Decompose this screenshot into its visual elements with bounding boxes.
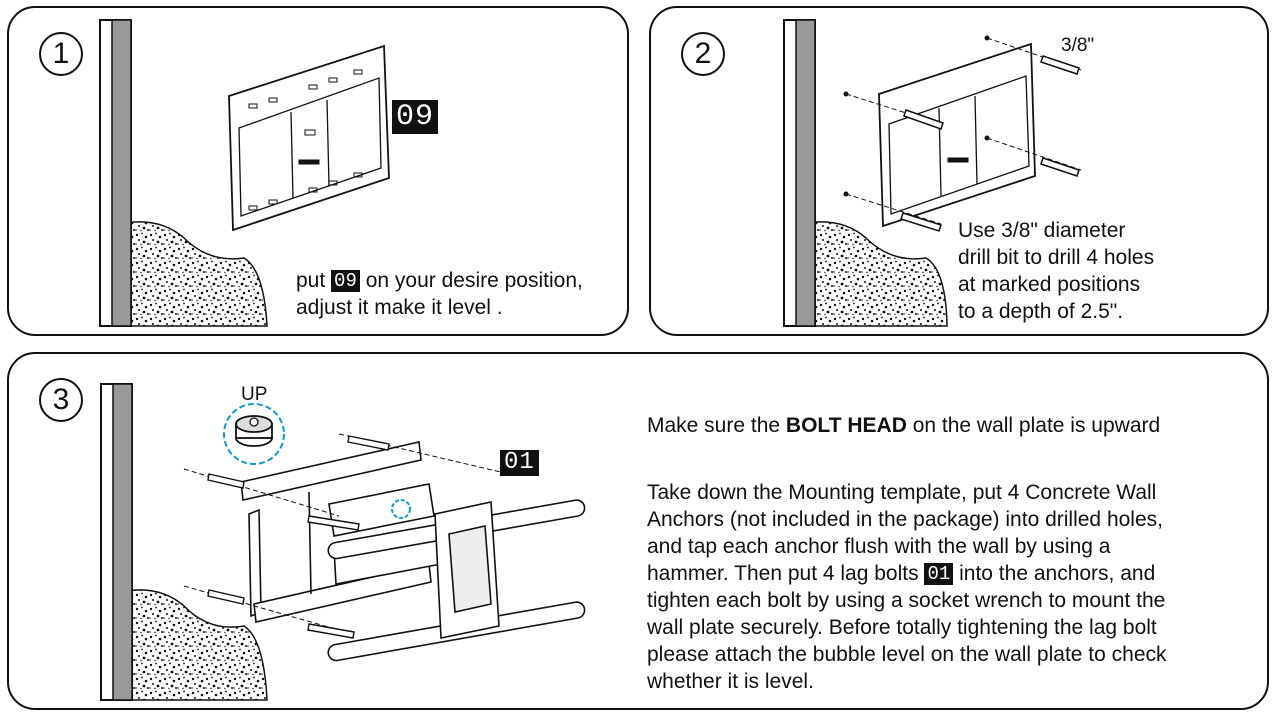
step-3-line-5: tighten each bolt by using a socket wren…: [647, 589, 1166, 612]
step-number: 2: [681, 32, 725, 76]
step-number: 1: [39, 32, 83, 76]
step-3-line-1: Take down the Mounting template, put 4 C…: [647, 481, 1157, 504]
step-3-line-7: please attach the bubble level on the wa…: [647, 643, 1167, 666]
text: hammer. Then put 4 lag bolts: [647, 562, 919, 585]
drill-bits: [900, 55, 1080, 232]
step-3-line-6: wall plate securely. Before totally tigh…: [647, 616, 1157, 639]
text: Make sure the: [647, 414, 781, 437]
step-3-line-3: and tap each anchor flush with the wall …: [647, 535, 1111, 558]
drill-size-label: 3/8": [1061, 35, 1095, 56]
step-2-line-3: at marked positions: [958, 273, 1141, 296]
step-3-panel: 3: [7, 352, 1269, 710]
text: on the wall plate is upward: [912, 414, 1161, 437]
step-2-panel: 2 3/8" Use 3/8" diameter dri: [649, 6, 1269, 336]
drill-holes-illustration: [783, 19, 1082, 327]
step-3-line-4: hammer. Then put 4 lag bolts 01 into the…: [647, 560, 1155, 587]
articulating-arm: [327, 483, 586, 662]
lag-bolts: [207, 435, 390, 639]
part-tag-09: 09: [392, 100, 439, 134]
bolt-head-detail: [223, 403, 285, 465]
wall-plate-mounting-illustration: [100, 383, 586, 701]
step-1-instruction-line1: put 09 on your desire position,: [296, 267, 583, 294]
step-number: 3: [39, 378, 83, 422]
step-1-panel: 1 09 put 09 on your desire position,: [7, 6, 629, 336]
step-3-line-2: Anchors (not included in the package) in…: [647, 508, 1163, 531]
part-tag-09-inline: 09: [331, 270, 360, 292]
up-label: UP: [241, 384, 268, 405]
text: on your desire position,: [365, 269, 583, 292]
bolt-head-emphasis: BOLT HEAD: [785, 414, 907, 437]
text: put: [296, 269, 326, 292]
marked-hole-points: [843, 35, 990, 197]
step-2-line-4: to a depth of 2.5".: [958, 300, 1124, 323]
part-tag-01: 01: [500, 450, 539, 476]
text: into the anchors, and: [959, 562, 1156, 585]
concrete-wall-section: [800, 221, 948, 327]
step-2-line-1: Use 3/8" diameter: [958, 219, 1126, 242]
mounting-template: [878, 42, 1036, 228]
concrete-wall-section: [118, 589, 268, 701]
wall-plate: [240, 441, 432, 623]
bolt-head-instruction: Make sure the BOLT HEAD on the wall plat…: [647, 412, 1160, 439]
step-3-line-8: whether it is level.: [647, 670, 814, 693]
step-1-instruction-line2: adjust it make it level .: [296, 296, 503, 319]
mounting-template: [228, 44, 390, 232]
concrete-wall-section: [118, 221, 268, 327]
wall-template-illustration: [99, 19, 390, 327]
bolt-head-highlight: [391, 499, 411, 519]
step-2-line-2: drill bit to drill 4 holes: [958, 246, 1155, 269]
part-tag-01-inline: 01: [924, 563, 954, 585]
